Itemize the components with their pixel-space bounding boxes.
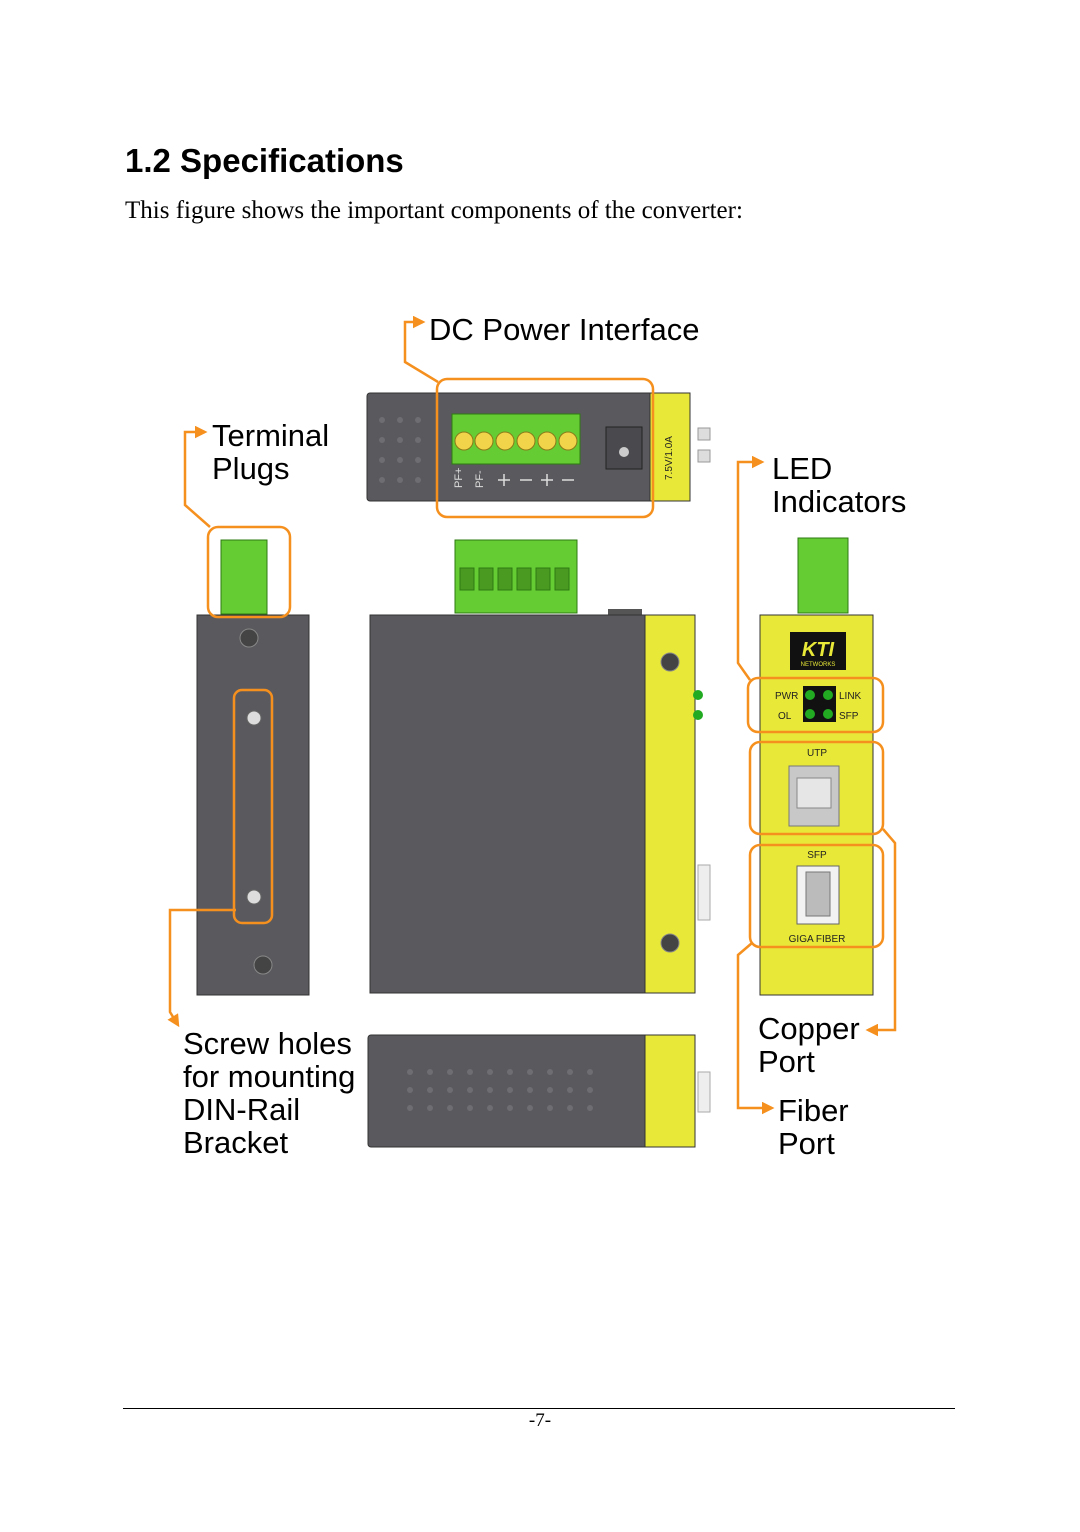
kti-logo-subtext: NETWORKS <box>801 662 836 668</box>
screw-holes-callout: Screw holes for mounting DIN-Rail Bracke… <box>183 1027 355 1159</box>
copper-leader <box>865 828 897 1037</box>
fiber-port-callout: Fiber Port <box>778 1094 849 1160</box>
dc-power-highlight <box>435 377 655 519</box>
terminal-label-line2: Plugs <box>212 451 290 486</box>
dc-power-callout: DC Power Interface <box>429 313 700 346</box>
copper-port-callout: Copper Port <box>758 1012 860 1078</box>
screw-label-line3: DIN-Rail <box>183 1092 301 1127</box>
giga-fiber-label: GIGA FIBER <box>789 934 846 945</box>
led-label-line2: Indicators <box>772 484 907 519</box>
kti-logo-text: KTI <box>802 639 835 661</box>
fiber-highlight <box>748 843 885 949</box>
led-highlight <box>746 676 885 734</box>
copper-highlight <box>748 740 885 836</box>
screw-label-line1: Screw holes <box>183 1026 352 1061</box>
fiber-label-line1: Fiber <box>778 1093 849 1128</box>
dc-power-label: DC Power Interface <box>429 312 700 347</box>
terminal-screws <box>454 431 578 451</box>
voltage-label: 7.5V/1.0A <box>664 436 675 480</box>
sfp-port-label: SFP <box>807 850 827 861</box>
ol-led-label: OL <box>778 711 792 722</box>
led-label-line1: LED <box>772 451 833 486</box>
link-led-label: LINK <box>839 691 862 702</box>
footer-rule <box>123 1408 955 1409</box>
bottom-vent-holes <box>407 1069 593 1111</box>
intro-paragraph: This figure shows the important componen… <box>125 197 743 224</box>
pf-minus-label: PF- <box>474 470 486 488</box>
left-side-device <box>196 539 310 996</box>
terminal-block-top <box>451 413 581 465</box>
terminal-plug-highlight <box>206 525 292 619</box>
led-indicators-callout: LED Indicators <box>772 452 906 518</box>
screw-label-line4: Bracket <box>183 1125 289 1160</box>
front-panel-device: KTI NETWORKS PWR LINK OL SFP UTP SFP GIG… <box>759 537 874 996</box>
highlight-boxes <box>206 377 885 949</box>
utp-port-label: UTP <box>807 748 827 759</box>
screw-leader <box>167 908 236 1028</box>
copper-label-line1: Copper <box>758 1011 860 1046</box>
converter-component-figure: PF+ PF- 7.5V/1.0A <box>167 315 897 1148</box>
terminal-plugs-callout: Terminal Plugs <box>212 419 329 485</box>
fiber-leader <box>736 942 775 1115</box>
dc-power-leader <box>403 315 439 384</box>
bottom-view-device <box>367 1034 711 1148</box>
screw-holes-highlight <box>232 688 274 925</box>
polarity-marks <box>498 474 574 486</box>
page-number: -7- <box>528 1410 552 1431</box>
pwr-led-label: PWR <box>775 691 798 702</box>
screw-label-line2: for mounting <box>183 1059 356 1094</box>
copper-label-line2: Port <box>758 1044 815 1079</box>
front-center-device <box>369 539 711 994</box>
fiber-label-line2: Port <box>778 1126 835 1161</box>
terminal-label-line1: Terminal <box>212 418 330 453</box>
terminal-leader <box>183 425 211 528</box>
kti-logo <box>790 632 846 670</box>
leader-lines <box>167 315 897 1115</box>
pf-plus-label: PF+ <box>453 468 465 488</box>
sfp-led-label: SFP <box>839 711 859 722</box>
section-heading: 1.2 Specifications <box>125 142 404 179</box>
top-vent-holes <box>379 417 421 483</box>
led-leader <box>736 455 765 681</box>
top-view-device: PF+ PF- 7.5V/1.0A <box>366 392 711 502</box>
